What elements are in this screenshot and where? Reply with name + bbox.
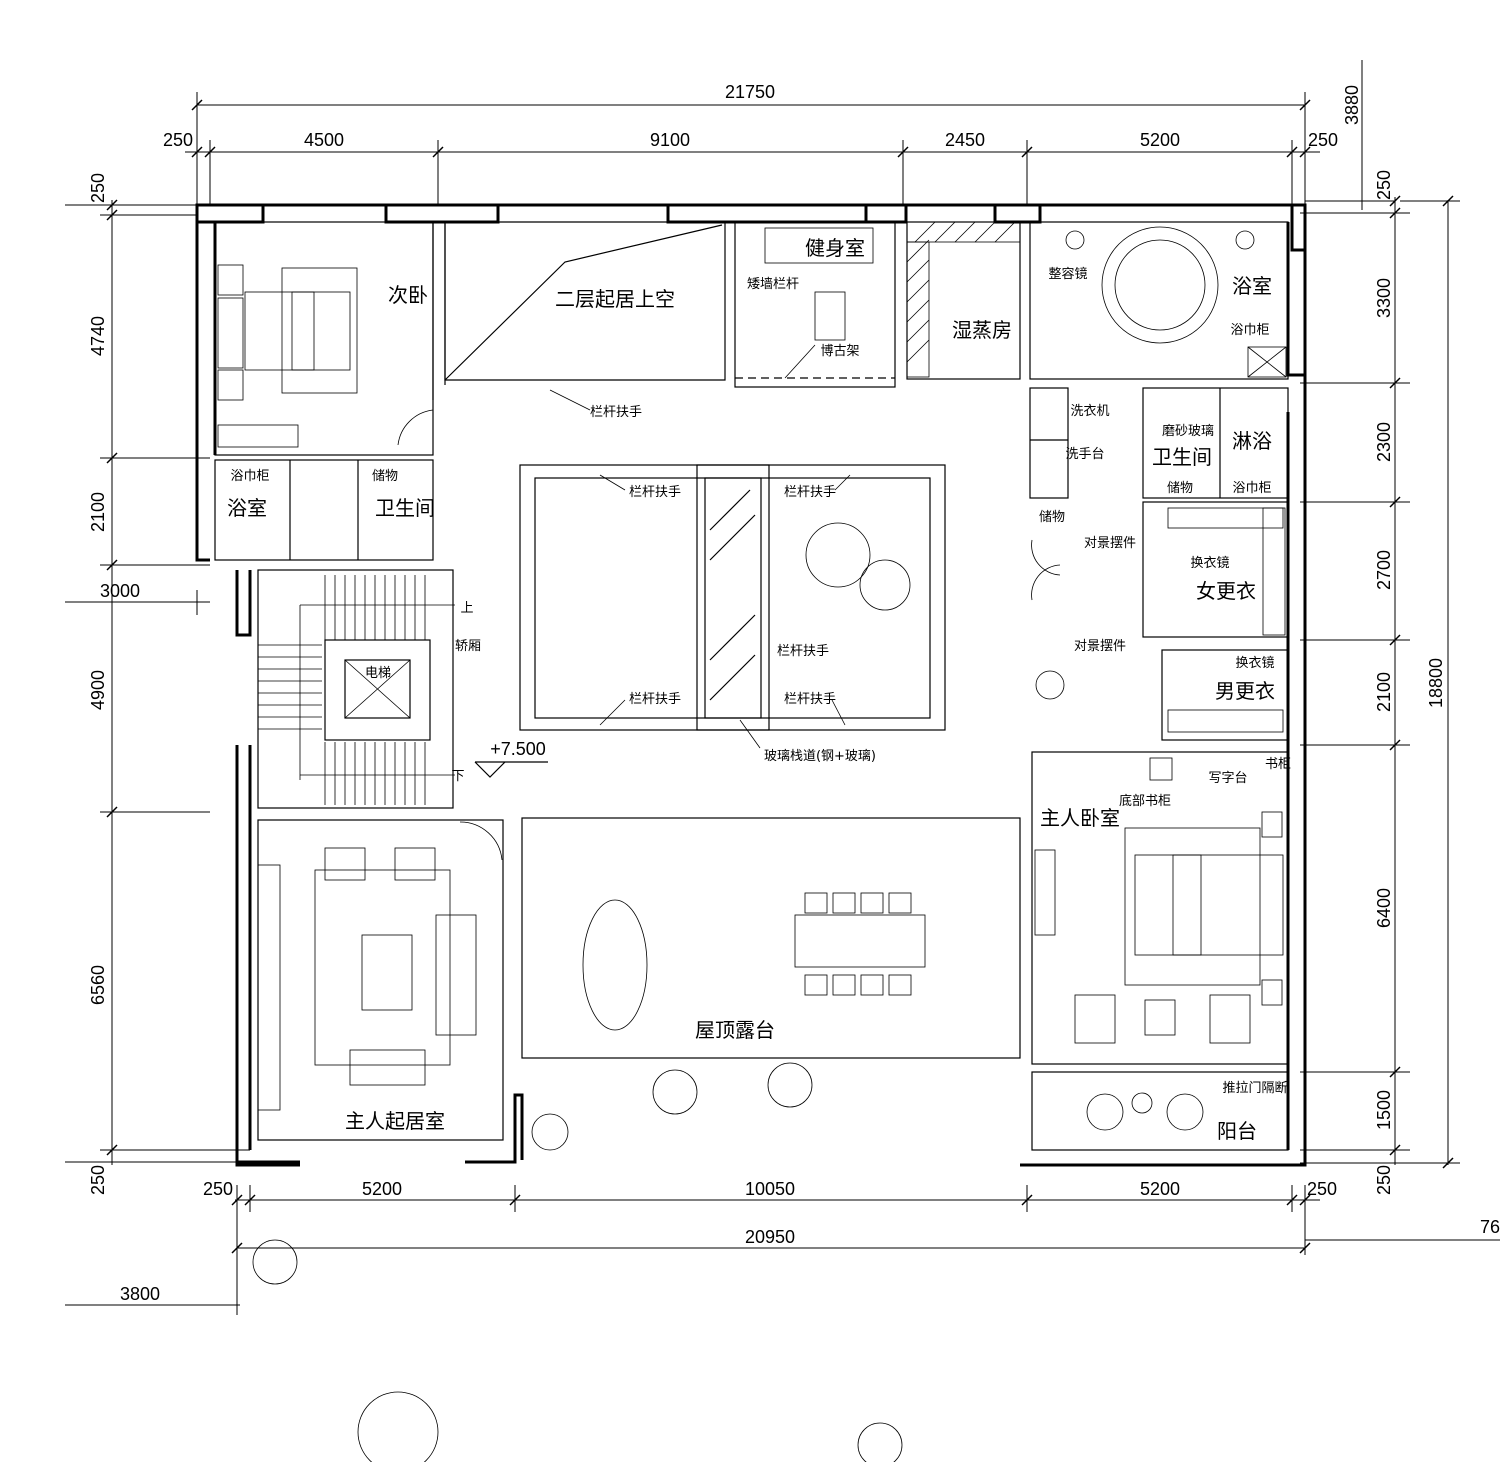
interior-walls [214,221,1289,1151]
room-gym: 健身室 [805,236,865,260]
dim-right-seg-3: 2700 [1374,550,1394,590]
dim-top-offset: 3880 [1342,85,1362,125]
dim-right-total: 18800 [1426,658,1446,708]
dim-top-seg-4: 5200 [1140,130,1180,150]
label-towel-cabinet-ne: 浴巾柜 [1230,323,1269,338]
dim-right-seg-1: 3300 [1374,278,1394,318]
room-shower: 淋浴 [1232,429,1272,453]
dim-bottom-seg-1: 5200 [362,1179,402,1199]
dim-bottom-seg-2: 10050 [745,1179,795,1199]
dim-top-seg-2: 9100 [650,130,690,150]
dim-bottom-seg-3: 5200 [1140,1179,1180,1199]
dim-right-seg-2: 2300 [1374,422,1394,462]
dim-left-seg-5: 6560 [88,965,108,1005]
dim-left-seg-4: 4900 [88,670,108,710]
label-towel-cabinet-nw: 浴巾柜 [230,469,269,484]
label-elevator: 电梯 [365,666,391,681]
label-railing-atrium-bl: 栏杆扶手 [629,692,681,707]
dim-right-seg-6: 1500 [1374,1090,1394,1130]
dim-right-seg-5: 6400 [1374,888,1394,928]
leader-lines [549,344,851,749]
label-desk: 写字台 [1208,771,1247,786]
label-bookcase: 书柜 [1265,757,1291,772]
furniture [217,226,1287,1131]
label-stair-down: 下 [451,769,464,784]
room-bathroom-nw: 浴室 [227,496,267,520]
label-parapet-rail: 矮墙栏杆 [747,277,799,292]
room-toilet-ne: 卫生间 [1152,445,1212,469]
dim-left-seg-1: 4740 [88,316,108,356]
trees [252,522,1065,1462]
label-storage-nw: 储物 [372,469,398,484]
label-dressing-mirror-2: 换衣镜 [1235,655,1274,671]
room-master-living: 主人起居室 [345,1109,445,1133]
label-bottom-bookcase: 底部书柜 [1119,793,1171,809]
label-display-ornament-2: 对景摆件 [1074,639,1126,654]
label-washing-machine: 洗衣机 [1070,403,1109,419]
label-sliding-partition: 推拉门隔断 [1222,1081,1287,1096]
room-women-dressing: 女更衣 [1196,579,1256,603]
room-balcony: 阳台 [1217,1119,1257,1143]
label-dressing-mirror-1: 换衣镜 [1190,555,1229,571]
dim-right-edge-bottom: 250 [1374,1165,1394,1195]
label-railing-atrium-tl: 栏杆扶手 [629,485,681,500]
dim-right-bottom-offset: 76 [1480,1217,1500,1237]
label-railing-void: 栏杆扶手 [590,405,642,420]
dimension-lines [65,60,1500,1315]
dim-top-edge-left: 250 [163,130,193,150]
room-bathroom-ne: 浴室 [1232,274,1272,298]
label-railing-walkway: 栏杆扶手 [777,644,829,659]
label-display-ornament-1: 对景摆件 [1084,536,1136,551]
dim-top-seg-1: 4500 [304,130,344,150]
dimension-ticks [106,99,1454,1254]
label-storage-laundry: 储物 [1039,510,1065,525]
label-railing-atrium-tr: 栏杆扶手 [784,485,836,500]
dim-right-seg-4: 2100 [1374,672,1394,712]
steam-room-hatch [906,221,1021,378]
room-roof-terrace: 屋顶露台 [695,1018,775,1042]
dim-left-edge-top: 250 [88,173,108,203]
room-steam: 湿蒸房 [952,318,1012,342]
dim-top-seg-3: 2450 [945,130,985,150]
dim-right-edge-top: 250 [1374,170,1394,200]
room-second-bedroom: 次卧 [388,283,428,307]
label-storage-ne: 储物 [1167,481,1193,496]
dim-left-seg-2: 2100 [88,492,108,532]
room-toilet-nw: 卫生间 [375,496,435,520]
label-railing-atrium-br: 栏杆扶手 [784,692,836,707]
annotation-labels: 矮墙栏杆 博古架 栏杆扶手 栏杆扶手 栏杆扶手 栏杆扶手 栏杆扶手 栏杆扶手 整… [230,266,1291,1096]
doors [397,409,1061,861]
label-stair-up: 上 [460,601,473,616]
label-elevator-car: 轿厢 [455,639,481,654]
dim-bottom-total: 20950 [745,1227,795,1247]
dim-bottom-edge-right: 250 [1307,1179,1337,1199]
dim-left-edge-bottom: 250 [88,1165,108,1195]
dim-bottom-edge-left: 250 [203,1179,233,1199]
dimension-texts: 21750 250 4500 9100 2450 5200 250 3880 2… [88,82,1500,1304]
dim-left-seg-3: 3000 [100,581,140,601]
label-frosted-glass: 磨砂玻璃 [1162,424,1214,439]
label-glass-walkway: 玻璃栈道(钢+玻璃) [764,749,876,764]
label-wash-basin: 洗手台 [1065,447,1104,462]
dim-left-bottom: 3800 [120,1284,160,1304]
label-level: +7.500 [490,739,546,759]
staircase [258,575,455,805]
room-master-bedroom: 主人卧室 [1040,806,1120,830]
label-antique-shelf: 博古架 [820,344,859,359]
level-symbol [474,761,548,778]
room-men-dressing: 男更衣 [1215,679,1275,703]
dim-top-edge-right: 250 [1308,130,1338,150]
label-towel-cabinet-ne2: 浴巾柜 [1232,481,1271,496]
room-labels: 次卧 二层起居上空 健身室 湿蒸房 浴室 浴室 卫生间 卫生间 淋浴 女更衣 男… [227,236,1275,1143]
glass-walkway [696,464,770,731]
room-void: 二层起居上空 [555,287,675,311]
label-vanity-mirror: 整容镜 [1048,266,1087,282]
dim-top-total: 21750 [725,82,775,102]
